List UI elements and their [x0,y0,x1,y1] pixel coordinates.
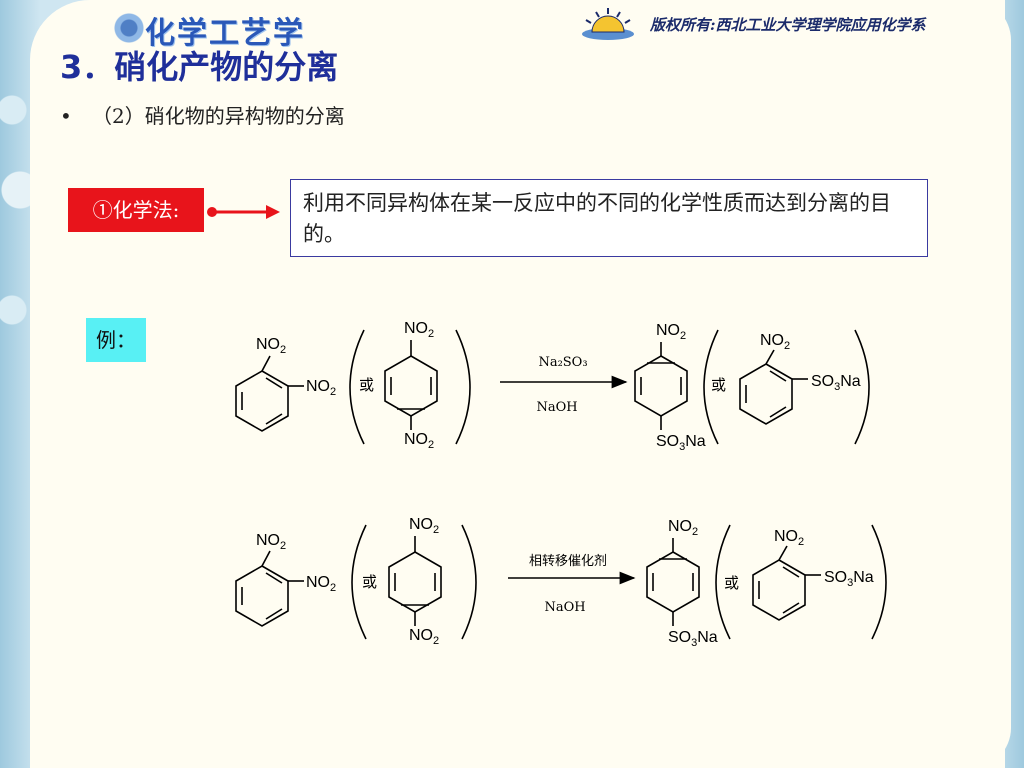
bracket-right-1 [455,329,471,445]
ortho-dinitrobenzene-1 [235,355,304,432]
bracket-right-2 [854,329,870,445]
example-label: 例： [86,318,146,362]
para-product-2 [646,538,700,626]
bullet-item: • （2）硝化物的异构物的分离 [60,100,345,129]
bracket-left-3 [351,524,367,640]
bracket-right-3 [461,524,477,640]
or-label: 或 [362,573,377,591]
bracket-left-1 [349,329,365,445]
reagent-bottom-1: NaOH [536,400,577,415]
bracket-right-4 [871,524,887,640]
so3na-label: SO3Na [656,433,706,453]
no2-label: NO2 [256,532,286,552]
definition-box: 利用不同异构体在某一反应中的不同的化学性质而达到分离的目的。 [290,179,928,257]
bracket-left-2 [703,329,719,445]
no2-label: NO2 [656,322,686,342]
copyright-text: 版权所有:西北工业大学理学院应用化学系 [650,16,926,34]
content-panel [30,0,1011,768]
method-label: ①化学法: [68,188,204,232]
reagent-top-1: Na₂SO₃ [538,355,587,370]
or-label: 或 [359,376,374,394]
no2-label: NO2 [306,378,336,398]
or-label: 或 [711,376,726,394]
no2-label: NO2 [409,627,439,647]
reagent-top-2: 相转移催化剂 [529,554,607,569]
reagent-bottom-2: NaOH [544,600,585,615]
ortho-dinitrobenzene-2 [235,550,304,627]
no2-label: NO2 [409,516,439,536]
bracket-left-4 [715,524,731,640]
bullet-marker: • [60,104,72,128]
para-product-1 [634,342,688,430]
so3na-label: SO3Na [668,629,718,649]
ortho-product-1 [739,349,808,425]
no2-label: NO2 [760,332,790,352]
no2-label: NO2 [404,431,434,451]
no2-label: NO2 [404,320,434,340]
course-logo: 化学工艺学 [105,6,320,51]
logo-swirl-icon [105,12,145,44]
no2-label: NO2 [668,518,698,538]
para-dinitrobenzene-2 [388,536,442,626]
sun-icon [582,8,634,40]
para-dinitrobenzene-1 [384,340,438,430]
ortho-product-2 [752,545,821,621]
logo-text: 化学工艺学 [145,16,305,51]
no2-label: NO2 [256,336,286,356]
copyright-banner: 版权所有:西北工业大学理学院应用化学系 [578,6,978,40]
slide-heading: 3．硝化产物的分离 [60,48,339,86]
no2-label: NO2 [306,574,336,594]
or-label: 或 [724,574,739,592]
bullet-text: （2）硝化物的异构物的分离 [92,104,345,128]
so3na-label: SO3Na [824,569,874,589]
so3na-label: SO3Na [811,373,861,393]
no2-label: NO2 [774,528,804,548]
method-arrow-icon [207,205,280,219]
